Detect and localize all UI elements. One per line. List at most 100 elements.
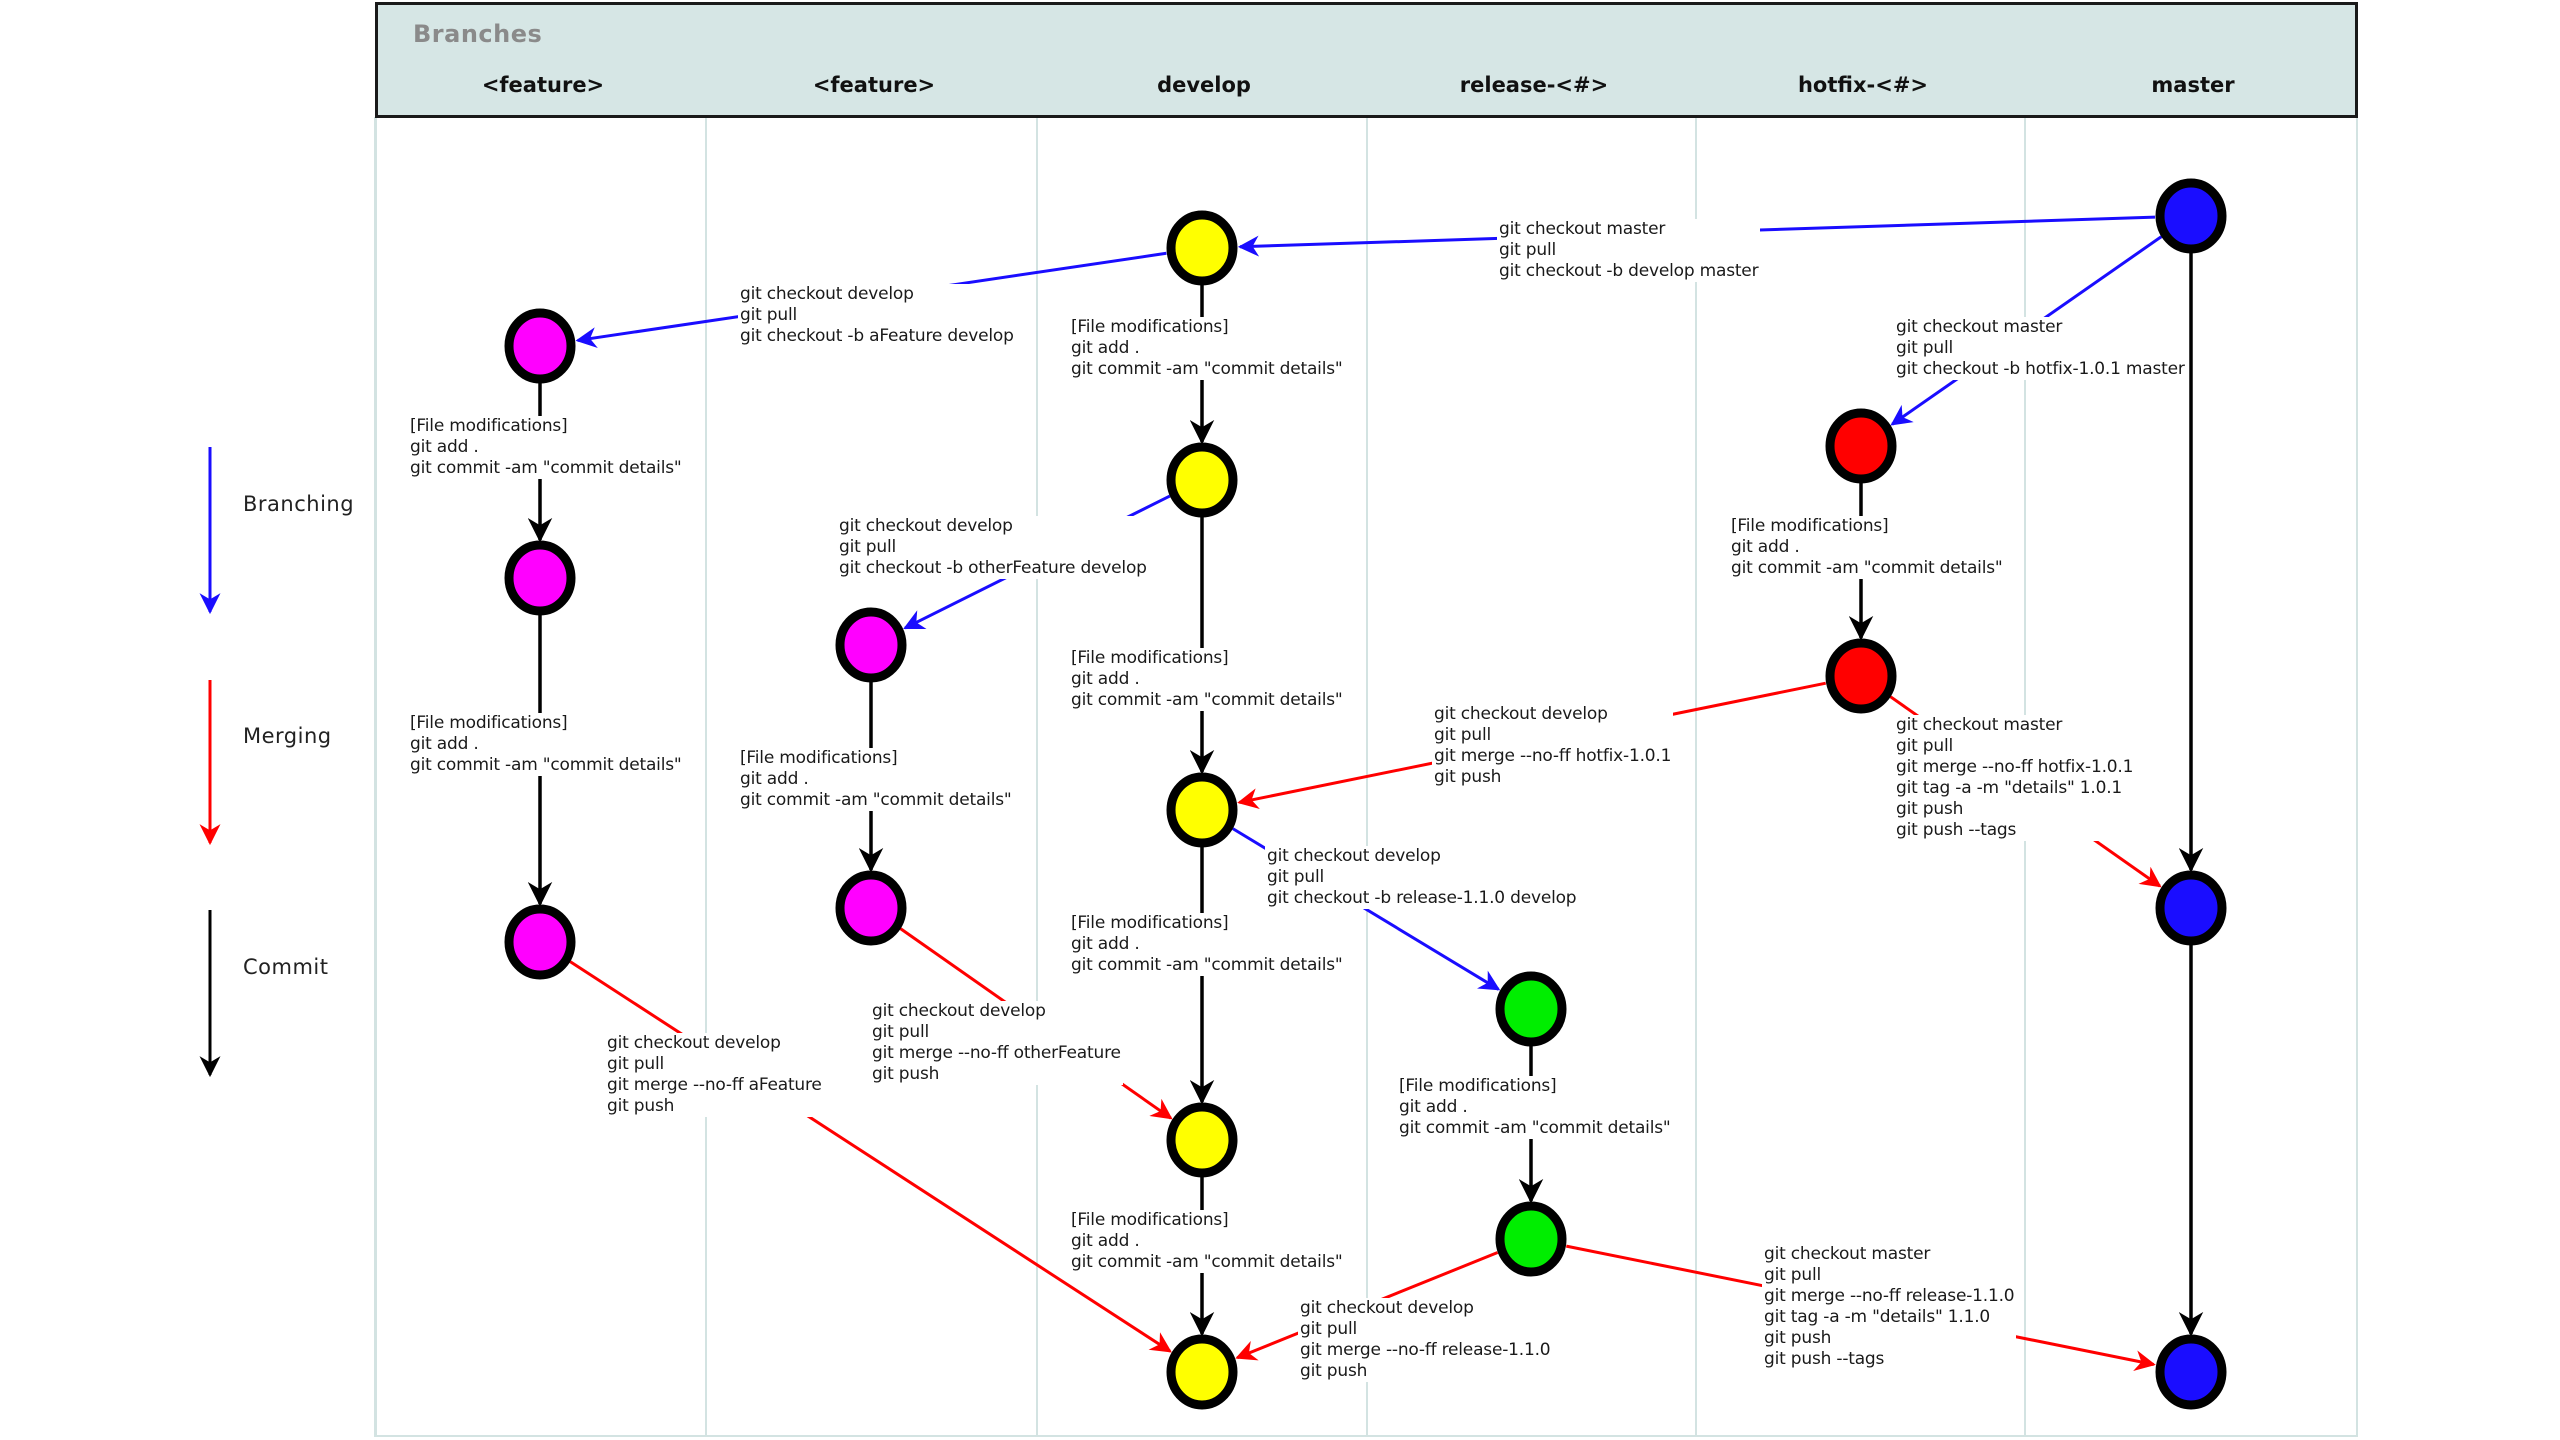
commit-nodes <box>504 178 2227 1410</box>
annotation-line: git pull <box>1764 1265 1821 1285</box>
annotation-line: [File modifications] <box>1399 1076 1557 1096</box>
annotation-line: git checkout develop <box>1300 1298 1474 1318</box>
annotation-line: git add . <box>410 437 479 457</box>
annotation-line: git checkout develop <box>839 516 1013 536</box>
annotation-line: git checkout -b release-1.1.0 develop <box>1267 888 1577 908</box>
annotation-line: [File modifications] <box>1071 913 1229 933</box>
annotation-d-commit4: [File modifications]git add .git commit … <box>1069 1210 1345 1273</box>
commit-node-m2 <box>2155 870 2227 946</box>
annotation-line: git add . <box>1071 1231 1140 1251</box>
annotation-line: [File modifications] <box>1071 648 1229 668</box>
annotation-line: git commit -am "commit details" <box>1071 1252 1343 1272</box>
annotation-line: git commit -am "commit details" <box>1071 690 1343 710</box>
annotation-line: git push <box>607 1096 675 1116</box>
annotation-line: git push <box>1896 799 1964 819</box>
annotation-h-commit1: [File modifications]git add .git commit … <box>1729 516 2005 579</box>
annotation-line: git checkout develop <box>740 284 914 304</box>
annotation-line: git push <box>1764 1328 1832 1348</box>
commit-node-m3 <box>2155 1334 2227 1410</box>
annotation-line: git pull <box>740 305 797 325</box>
column-label-master: master <box>2151 73 2235 97</box>
annotation-r-commit1: [File modifications]git add .git commit … <box>1397 1076 1673 1139</box>
annotation-line: git add . <box>1071 669 1140 689</box>
branches-header: Branches <feature> <feature> develop rel… <box>375 2 2358 118</box>
annotation-line: git merge --no-ff aFeature <box>607 1075 822 1095</box>
annotation-line: git checkout develop <box>872 1001 1046 1021</box>
commit-node-g2 <box>835 870 907 946</box>
annotation-line: git merge --no-ff release-1.1.0 <box>1764 1286 2015 1306</box>
annotation-line: git pull <box>607 1054 664 1074</box>
annotation-line: git checkout -b otherFeature develop <box>839 558 1147 578</box>
legend-label-commit: Commit <box>243 955 329 979</box>
annotation-line: git add . <box>1731 537 1800 557</box>
annotation-line: git tag -a -m "details" 1.0.1 <box>1896 778 2123 798</box>
annotation-line: [File modifications] <box>410 416 568 436</box>
annotation-line: git commit -am "commit details" <box>410 458 682 478</box>
annotation-line: git pull <box>1300 1319 1357 1339</box>
commit-node-f1 <box>504 308 576 384</box>
commit-node-r2 <box>1495 1201 1567 1277</box>
annotation-line: [File modifications] <box>1071 317 1229 337</box>
annotation-d-commit1: [File modifications]git add .git commit … <box>1069 317 1345 380</box>
annotation-line: git commit -am "commit details" <box>740 790 1012 810</box>
commit-node-d3 <box>1166 772 1238 848</box>
annotation-line: git push <box>872 1064 940 1084</box>
annotation-line: git merge --no-ff release-1.1.0 <box>1300 1340 1551 1360</box>
annotation-line: git merge --no-ff hotfix-1.0.1 <box>1896 757 2134 777</box>
annotation-line: git checkout develop <box>1434 704 1608 724</box>
annotation-line: [File modifications] <box>410 713 568 733</box>
commit-node-g1 <box>835 607 907 683</box>
commit-node-m1 <box>2155 178 2227 254</box>
annotation-d-commit2: [File modifications]git add .git commit … <box>1069 648 1345 711</box>
annotation-line: git checkout master <box>1764 1244 1931 1264</box>
annotation-line: git pull <box>872 1022 929 1042</box>
column-label-feature-1: <feature> <box>481 73 605 97</box>
annotation-line: git commit -am "commit details" <box>410 755 682 775</box>
annotation-line: git add . <box>740 769 809 789</box>
annotation-line: git pull <box>1499 240 1556 260</box>
annotation-f-commit1: [File modifications]git add .git commit … <box>408 416 684 479</box>
annotation-line: git push --tags <box>1896 820 2017 840</box>
annotation-g-commit1: [File modifications]git add .git commit … <box>738 748 1014 811</box>
column-label-develop: develop <box>1157 73 1251 97</box>
annotation-line: git checkout master <box>1499 219 1666 239</box>
annotation-line: git add . <box>1399 1097 1468 1117</box>
annotation-line: git push <box>1300 1361 1368 1381</box>
annotation-line: git checkout -b aFeature develop <box>740 326 1014 346</box>
annotation-line: git commit -am "commit details" <box>1071 359 1343 379</box>
column-label-release: release-<#> <box>1459 73 1609 97</box>
commit-node-r1 <box>1495 971 1567 1047</box>
annotation-line: git pull <box>839 537 896 557</box>
commit-node-h2 <box>1825 638 1897 714</box>
annotation-line: git checkout -b develop master <box>1499 261 1759 281</box>
annotation-line: git commit -am "commit details" <box>1071 955 1343 975</box>
merging-edge-f3-d5 <box>569 960 1172 1353</box>
annotation-line: git pull <box>1896 338 1953 358</box>
header-title: Branches <box>413 20 543 48</box>
commit-node-d1 <box>1166 210 1238 286</box>
annotation-line: git push --tags <box>1764 1349 1885 1369</box>
annotation-line: [File modifications] <box>1731 516 1889 536</box>
annotation-line: git pull <box>1267 867 1324 887</box>
annotation-line: git merge --no-ff hotfix-1.0.1 <box>1434 746 1672 766</box>
annotation-line: git add . <box>410 734 479 754</box>
column-label-hotfix: hotfix-<#> <box>1797 73 1929 97</box>
annotation-f-commit2: [File modifications]git add .git commit … <box>408 713 684 776</box>
annotation-line: git commit -am "commit details" <box>1399 1118 1671 1138</box>
legend-label-merging: Merging <box>243 724 332 748</box>
annotation-line: git checkout master <box>1896 317 2063 337</box>
annotation-line: git tag -a -m "details" 1.1.0 <box>1764 1307 1991 1327</box>
annotation-line: git checkout master <box>1896 715 2063 735</box>
commit-node-h1 <box>1825 408 1897 484</box>
annotation-line: git checkout -b hotfix-1.0.1 master <box>1896 359 2185 379</box>
